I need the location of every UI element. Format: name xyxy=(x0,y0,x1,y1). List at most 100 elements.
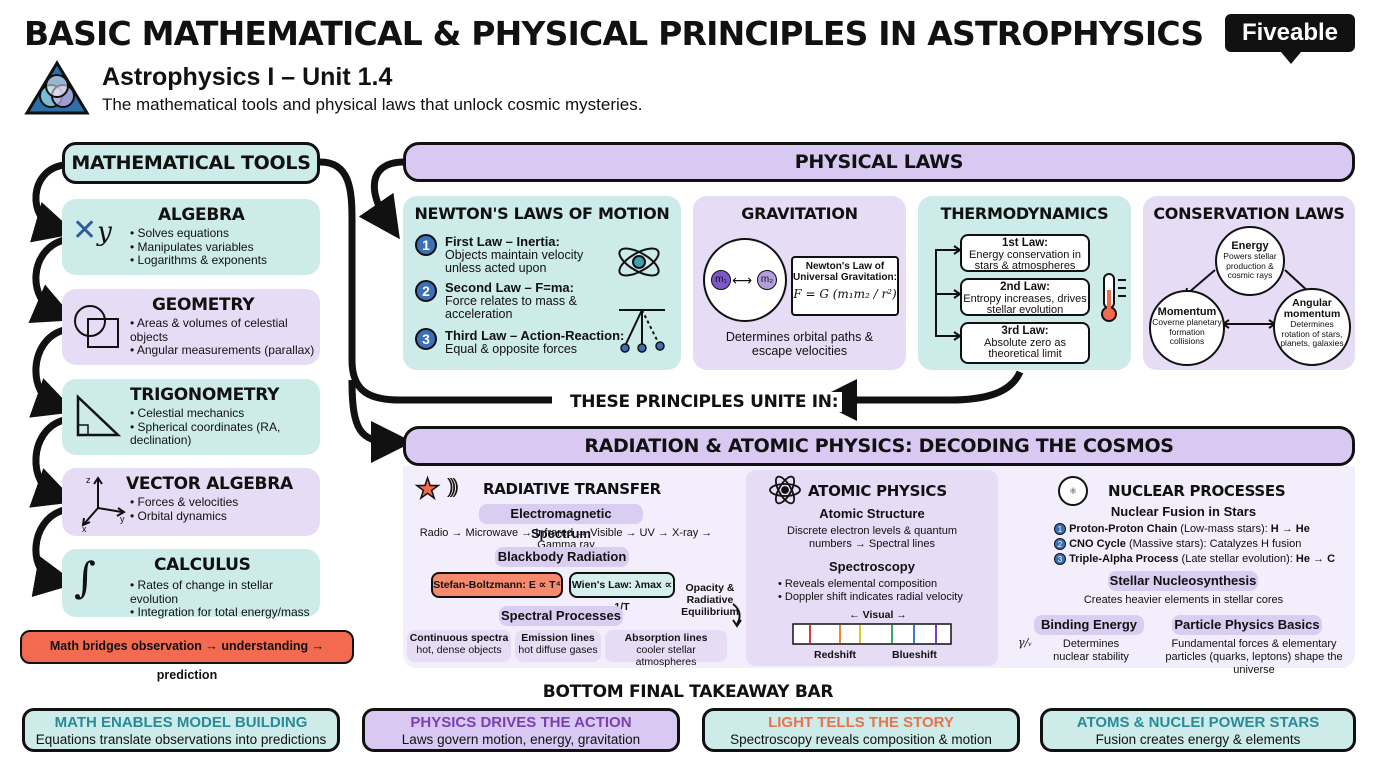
third-law-desc: Equal & opposite forces xyxy=(445,342,578,356)
absorption-title: Absorption lines xyxy=(624,632,708,644)
momentum-title: Momentum xyxy=(1157,306,1217,318)
chain-number-3: 3 xyxy=(1054,553,1066,565)
energy-desc: Powers stellar production & cosmic rays xyxy=(1223,251,1277,280)
fusion-chain-cno: 2 CNO Cycle (Massive stars): Catalyzes H… xyxy=(1054,537,1335,552)
axis-label-x: x xyxy=(82,524,87,534)
takeaway-desc: Spectroscopy reveals composition & motio… xyxy=(730,732,992,747)
thermo-law-2-title: 2nd Law: xyxy=(1000,281,1050,293)
second-law: Second Law – F=ma: Force relates to mass… xyxy=(445,280,595,321)
particle-physics-label: Particle Physics Basics xyxy=(1172,615,1322,635)
fusion-label: Nuclear Fusion in Stars xyxy=(1110,504,1257,519)
atomic-structure-label: Atomic Structure xyxy=(819,506,925,521)
conservation-title: CONSERVATION LAWS xyxy=(1153,204,1345,223)
calculus-card: ∫ CALCULUS Rates of change in stellar ev… xyxy=(62,549,320,620)
gravitation-card: GRAVITATION m₁ ⟷ m₂ Newton's Law of Univ… xyxy=(693,196,906,370)
thermo-bracket xyxy=(935,245,962,341)
nucleosynthesis-desc: Creates heavier elements in stellar core… xyxy=(1083,594,1284,606)
mass-arrow: ⟷ xyxy=(732,272,753,288)
newton-title: NEWTON'S LAWS OF MOTION xyxy=(414,204,670,223)
law-number-3: 3 xyxy=(415,328,437,350)
orbit-atom-icon xyxy=(618,247,660,277)
spectroscopy-bullet: Doppler shift indicates radial velocity xyxy=(778,591,963,604)
gravity-formula: F = G (m₁m₂ / r²) xyxy=(793,287,897,301)
fusion-chains: 1 Proton-Proton Chain (Low-mass stars): … xyxy=(1054,522,1335,567)
law-number-2: 2 xyxy=(415,280,437,302)
algebra-bullet: Solves equations xyxy=(130,226,267,241)
physical-laws-header: PHYSICAL LAWS xyxy=(403,142,1355,182)
gravitation-title: GRAVITATION xyxy=(741,204,858,223)
momentum-node: Momentum Coverne planetary formation col… xyxy=(1149,290,1225,366)
takeaway-header: BOTTOM FINAL TAKEAWAY BAR xyxy=(542,682,834,702)
trigonometry-bullet: Celestial mechanics xyxy=(130,406,316,421)
axis-label-y: y xyxy=(120,514,125,524)
brand-logo-tail xyxy=(1281,52,1301,64)
law-number-1: 1 xyxy=(415,234,437,256)
geometry-bullets: Areas & volumes of celestial objects Ang… xyxy=(130,316,316,358)
chain-name: CNO Cycle xyxy=(1069,538,1126,550)
thermo-law-3-title: 3rd Law: xyxy=(1001,325,1049,337)
opacity-arrow xyxy=(732,603,742,628)
trigonometry-bullet: Spherical coordinates (RA, declination) xyxy=(130,420,316,448)
axis-label-z: z xyxy=(86,475,91,485)
atomic-physics-title: ATOMIC PHYSICS xyxy=(808,482,947,500)
math-tools-header: MATHEMATICAL TOOLS xyxy=(62,142,320,184)
takeaway-light: LIGHT TELLS THE STORY Spectroscopy revea… xyxy=(702,708,1020,752)
gravitation-desc: Determines orbital paths & escape veloci… xyxy=(725,330,874,358)
geometry-title: GEOMETRY xyxy=(152,295,255,315)
algebra-bullet: Logarithms & exponents xyxy=(130,253,267,268)
conservation-card: CONSERVATION LAWS Energy Powers stellar … xyxy=(1143,196,1355,370)
particle-physics-desc: Fundamental forces & elementary particle… xyxy=(1165,638,1343,676)
spectral-process-absorption: Absorption lines cooler stellar atmosphe… xyxy=(605,630,727,668)
gravity-law-box: Newton's Law of Universal Gravitation: F… xyxy=(791,256,899,316)
spectral-processes-label: Spectral Processes xyxy=(499,606,623,626)
atomic-structure-desc: Discrete electron levels & quantum numbe… xyxy=(787,525,957,550)
spectrum-bar xyxy=(792,623,952,645)
signal-waves-icon: ))) xyxy=(447,476,459,498)
absorption-desc: cooler stellar atmospheres xyxy=(635,644,697,668)
spectral-process-emission: Emission lines hot diffuse gases xyxy=(515,630,601,662)
takeaway-title: LIGHT TELLS THE STORY xyxy=(768,714,954,731)
math-bridge-banner: Math bridges observation → understanding… xyxy=(20,630,354,682)
takeaway-title: MATH ENABLES MODEL BUILDING xyxy=(54,714,308,731)
angular-momentum-node: Angular momentum Determines rotation of … xyxy=(1273,288,1351,366)
thermo-law-1-desc: Energy conservation in stars & atmospher… xyxy=(969,249,1081,272)
vector-algebra-card: z y x VECTOR ALGEBRA Forces & velocities… xyxy=(62,468,320,536)
right-triangle-icon xyxy=(76,394,122,437)
page-title: BASIC MATHEMATICAL & PHYSICAL PRINCIPLES… xyxy=(24,14,1204,53)
visual-text: Visual xyxy=(862,609,894,621)
takeaway-math: MATH ENABLES MODEL BUILDING Equations tr… xyxy=(22,708,340,752)
nucleus-icon: ⚛ xyxy=(1058,476,1088,506)
visual-label: ← Visual → xyxy=(849,609,907,621)
thermo-law-1-title: 1st Law: xyxy=(1001,237,1048,249)
vector-algebra-title: VECTOR ALGEBRA xyxy=(126,474,293,494)
energy-title: Energy xyxy=(1231,240,1269,252)
calculus-bullets: Rates of change in stellar evolution Int… xyxy=(130,578,320,620)
geometry-card: GEOMETRY Areas & volumes of celestial ob… xyxy=(62,289,320,365)
algebra-bullet: Manipulates variables xyxy=(130,240,267,255)
vector-algebra-bullet: Orbital dynamics xyxy=(130,509,238,524)
geometry-bullet: Angular measurements (parallax) xyxy=(130,343,316,358)
energy-node: Energy Powers stellar production & cosmi… xyxy=(1215,226,1285,296)
thermo-law-2-desc: Entropy increases, drives stellar evolut… xyxy=(963,293,1087,316)
wien-law-formula: Wien's Law: λmax ∝ 1/T xyxy=(569,572,675,613)
blueshift-label: Blueshift xyxy=(892,649,937,661)
spectroscopy-bullet: Reveals elemental composition xyxy=(778,578,963,591)
spectroscopy-bullets: Reveals elemental composition Doppler sh… xyxy=(778,578,963,604)
spectral-process-continuous: Continuous spectra hot, dense objects xyxy=(407,630,511,662)
trigonometry-card: TRIGONOMETRY Celestial mechanics Spheric… xyxy=(62,379,320,455)
angular-momentum-desc: Determines rotation of stars, planets, g… xyxy=(1280,319,1344,348)
first-law-desc: Objects maintain velocity unless acted u… xyxy=(445,248,584,275)
calculus-title: CALCULUS xyxy=(154,555,251,575)
binding-energy-label: Binding Energy xyxy=(1034,615,1144,635)
brand-logo: Fiveable xyxy=(1225,14,1355,64)
momentum-desc: Coverne planetary formation collisions xyxy=(1152,317,1222,346)
emission-title: Emission lines xyxy=(521,632,595,644)
binding-energy-desc: Determines nuclear stability xyxy=(1053,638,1129,663)
angular-momentum-title: Angular momentum xyxy=(1283,297,1341,320)
first-law: First Law – Inertia: Objects maintain ve… xyxy=(445,234,595,275)
integral-icon: ∫ xyxy=(74,553,96,602)
chain-mid: (Massive stars): Catalyzes H fusion xyxy=(1125,538,1302,550)
nuclear-processes-section: ⚛ NUCLEAR PROCESSES Nuclear Fusion in St… xyxy=(1012,470,1355,676)
axes-icon: z y x xyxy=(81,475,126,534)
trigonometry-title: TRIGONOMETRY xyxy=(130,385,280,405)
